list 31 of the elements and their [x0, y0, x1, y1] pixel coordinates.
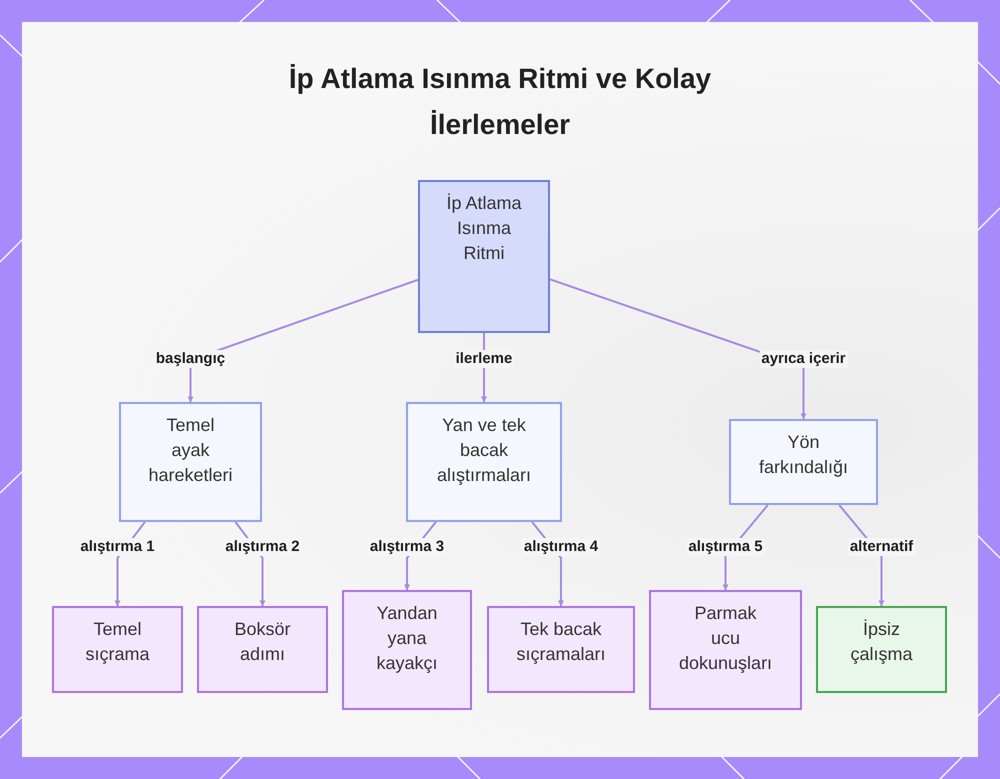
edge-label: alıştırma 4: [522, 538, 600, 556]
edge-label: alıştırma 2: [223, 538, 302, 556]
node-label: Temel sıçrama: [84, 618, 150, 666]
edge-label: başlangıç: [154, 350, 228, 368]
title: İp Atlama Isınma Ritmi ve Kolay İlerlemeler: [288, 62, 712, 142]
edge-label: alternatif: [848, 538, 916, 556]
process-box: [119, 402, 262, 522]
process-box: [342, 590, 472, 710]
node-label: Boksör adımı: [233, 618, 292, 666]
edge-label: ayrıca içerir: [759, 350, 848, 368]
node-label: Tek bacak sıçramaları: [515, 618, 606, 666]
edge-label: alıştırma 1: [78, 538, 157, 556]
root-box: [418, 180, 550, 333]
edge-label: ilerleme: [454, 350, 514, 368]
edge-label: alıştırma 3: [368, 538, 446, 556]
edge-label: alıştırma 5: [686, 538, 765, 556]
process-box: [816, 606, 947, 693]
process-box: [487, 606, 635, 693]
process-box: [729, 419, 878, 505]
node-label: Yön farkındalığı: [758, 431, 850, 479]
node-label: İp Atlama Isınma Ritmi: [445, 192, 523, 265]
node-label: Parmak ucu dokunuşları: [679, 602, 772, 675]
node-label: Yan ve tek bacak alıştırmaları: [436, 414, 532, 487]
arrow: [188, 278, 418, 402]
process-box: [197, 606, 328, 693]
node-label: Yandan yana kayakçı: [375, 602, 439, 675]
process-box: [52, 606, 183, 693]
process-box: [649, 590, 802, 710]
node-label: İpsiz çalışma: [849, 618, 914, 666]
node-label: Temel ayak hareketleri: [147, 414, 234, 487]
process-box: [406, 402, 562, 522]
